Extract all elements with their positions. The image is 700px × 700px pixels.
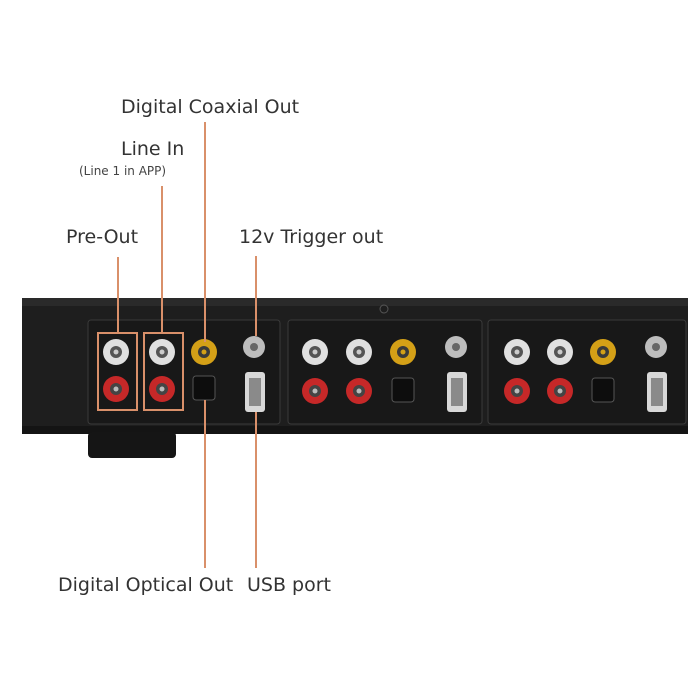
optical-port — [591, 377, 615, 403]
digital-optical-out-label: Digital Optical Out — [58, 574, 234, 596]
pre-out-callout-line — [117, 257, 119, 333]
zone-panel-2 — [287, 319, 483, 425]
line-in-highlight-box — [143, 332, 184, 411]
digital-coaxial-out-label: Digital Coaxial Out — [121, 96, 300, 118]
pre-out-label: Pre-Out — [66, 226, 139, 248]
usb-callout-line — [255, 412, 257, 568]
zone-panel-3 — [487, 319, 687, 425]
line-in-label: Line In — [121, 138, 185, 160]
trigger-12v-label: 12v Trigger out — [239, 226, 384, 248]
line-in-note: (Line 1 in APP) — [79, 164, 167, 178]
zone-1-connectors — [103, 336, 265, 412]
trigger-callout-line — [255, 256, 257, 336]
optical-port — [192, 375, 216, 401]
zone-3-connectors — [504, 336, 667, 412]
optical-port — [391, 377, 415, 403]
chassis-top-edge — [22, 298, 688, 306]
usb-port-label: USB port — [247, 574, 331, 596]
device-foot — [88, 432, 176, 458]
pre-out-highlight-box — [97, 332, 138, 411]
power-symbol-icon — [379, 304, 389, 314]
zone-2-connectors — [302, 336, 467, 412]
coaxial-callout-line — [204, 122, 206, 342]
optical-callout-line — [204, 400, 206, 568]
chassis-bottom-edge — [22, 426, 688, 434]
line-in-callout-line — [161, 186, 163, 333]
